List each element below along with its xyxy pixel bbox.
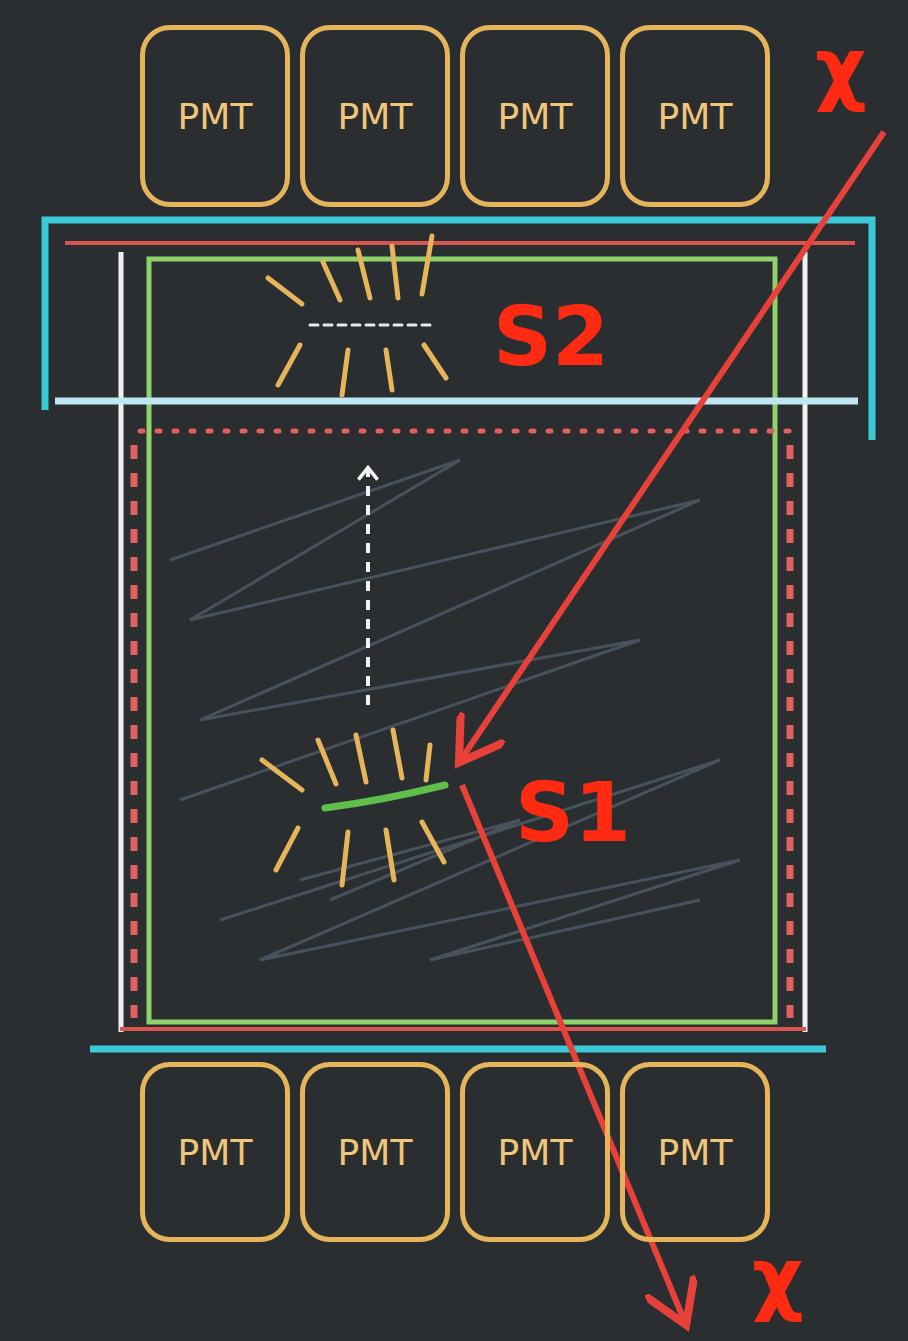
light-ray bbox=[386, 350, 392, 390]
chamber-wall bbox=[803, 252, 808, 1032]
liquid-surface bbox=[55, 398, 858, 405]
pmt-box: PMT bbox=[620, 1062, 770, 1242]
particle-symbol: χ bbox=[752, 1238, 804, 1318]
pmt-box: PMT bbox=[460, 25, 610, 207]
light-ray bbox=[426, 745, 430, 780]
light-ray bbox=[342, 350, 348, 395]
light-ray bbox=[386, 830, 394, 880]
signal-label: S2 bbox=[493, 296, 609, 378]
light-ray bbox=[318, 740, 336, 784]
gate-grid bbox=[140, 429, 790, 434]
cathode-line bbox=[120, 1027, 806, 1031]
pmt-box: PMT bbox=[140, 25, 290, 207]
liquid-scribble bbox=[170, 460, 700, 800]
light-ray bbox=[424, 345, 446, 378]
light-ray bbox=[276, 828, 298, 870]
pmt-box: PMT bbox=[460, 1062, 610, 1242]
housing-bottom bbox=[90, 1046, 826, 1053]
pmt-label: PMT bbox=[658, 1132, 733, 1173]
liquid-scribble bbox=[220, 760, 740, 960]
light-ray bbox=[342, 832, 348, 885]
light-ray bbox=[262, 760, 302, 790]
pmt-box: PMT bbox=[140, 1062, 290, 1242]
light-ray bbox=[422, 236, 432, 294]
field-cage bbox=[131, 445, 138, 1018]
s2-light-burst bbox=[268, 236, 446, 395]
pmt-box: PMT bbox=[300, 25, 450, 207]
pmt-label: PMT bbox=[178, 1132, 253, 1173]
pmt-label: PMT bbox=[338, 1132, 413, 1173]
light-ray bbox=[422, 822, 444, 862]
pmt-label: PMT bbox=[338, 96, 413, 137]
pmt-box: PMT bbox=[300, 1062, 450, 1242]
pmt-label: PMT bbox=[498, 96, 573, 137]
anode-line bbox=[65, 241, 855, 245]
light-ray bbox=[358, 250, 370, 298]
particle-symbol: χ bbox=[815, 28, 867, 108]
drift-arrow bbox=[366, 470, 370, 705]
pmt-label: PMT bbox=[658, 96, 733, 137]
liquid-scribble bbox=[170, 460, 740, 960]
pmt-box: PMT bbox=[620, 25, 770, 207]
pmt-label: PMT bbox=[498, 1132, 573, 1173]
s2-line bbox=[310, 324, 432, 327]
signal-label: S1 bbox=[515, 772, 631, 854]
s1-light-burst bbox=[262, 730, 445, 885]
chamber-wall bbox=[119, 252, 124, 1032]
inner-chamber bbox=[149, 259, 775, 1022]
field-cage bbox=[787, 445, 794, 1018]
recoil-track bbox=[325, 785, 445, 808]
liquid-scribble bbox=[300, 820, 520, 900]
particle-track bbox=[462, 132, 884, 758]
light-ray bbox=[268, 278, 302, 304]
light-ray bbox=[393, 730, 402, 778]
light-ray bbox=[323, 262, 340, 300]
pmt-label: PMT bbox=[178, 96, 253, 137]
light-ray bbox=[392, 246, 398, 298]
light-ray bbox=[278, 345, 300, 385]
light-ray bbox=[356, 735, 366, 782]
